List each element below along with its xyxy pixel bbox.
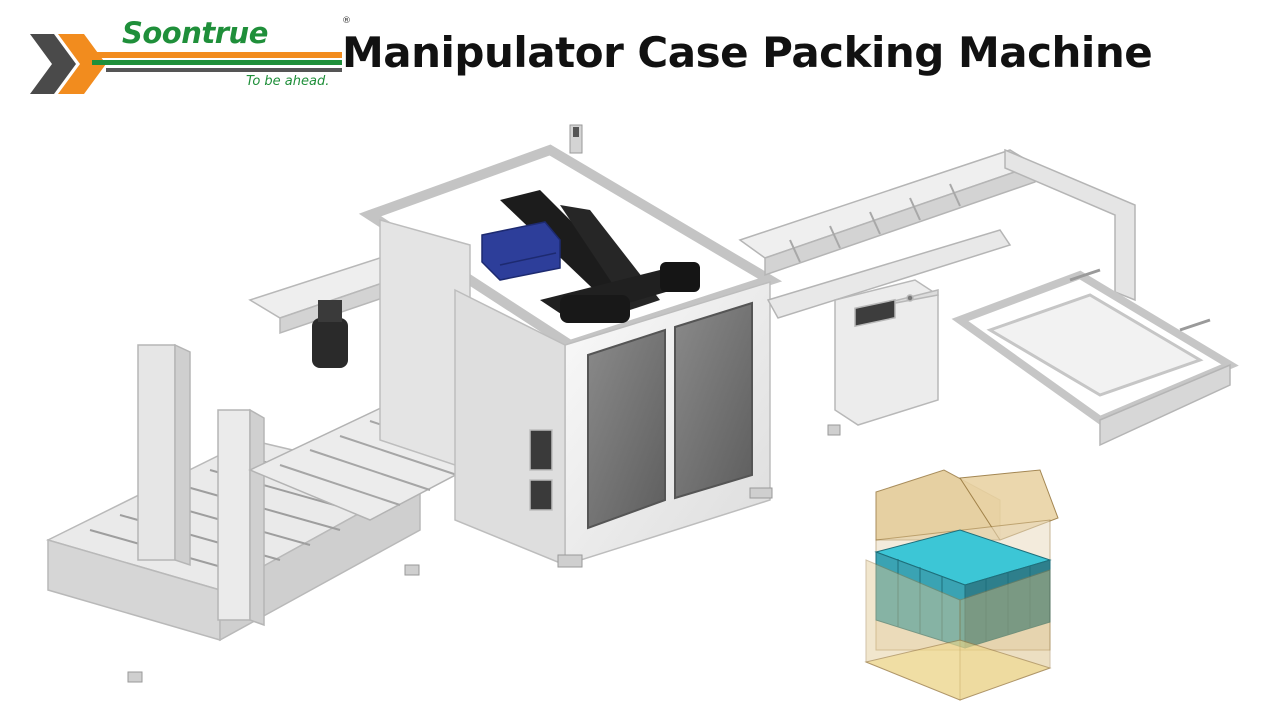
soontrue-logo: Soontrue ® To be ahead. bbox=[28, 14, 351, 102]
signal-post bbox=[569, 124, 583, 154]
registered-mark: ® bbox=[342, 16, 351, 26]
control-box bbox=[834, 279, 939, 426]
robot-arm-icon bbox=[481, 190, 700, 323]
right-conveyor bbox=[738, 149, 1037, 319]
brand-tagline: To be ahead. bbox=[246, 74, 330, 89]
page-title: Manipulator Case Packing Machine bbox=[342, 28, 1153, 77]
brand-name: Soontrue bbox=[122, 16, 268, 50]
case-packing-machine-icon bbox=[45, 124, 1239, 683]
machine-feet bbox=[127, 424, 841, 683]
chevron-logo-icon bbox=[30, 34, 342, 94]
left-upright-column bbox=[137, 343, 265, 627]
open-carton-with-product-icon bbox=[864, 469, 1059, 701]
right-end-frame bbox=[951, 148, 1239, 447]
robot-cell-frame bbox=[358, 144, 783, 567]
motor-icon bbox=[312, 300, 348, 368]
